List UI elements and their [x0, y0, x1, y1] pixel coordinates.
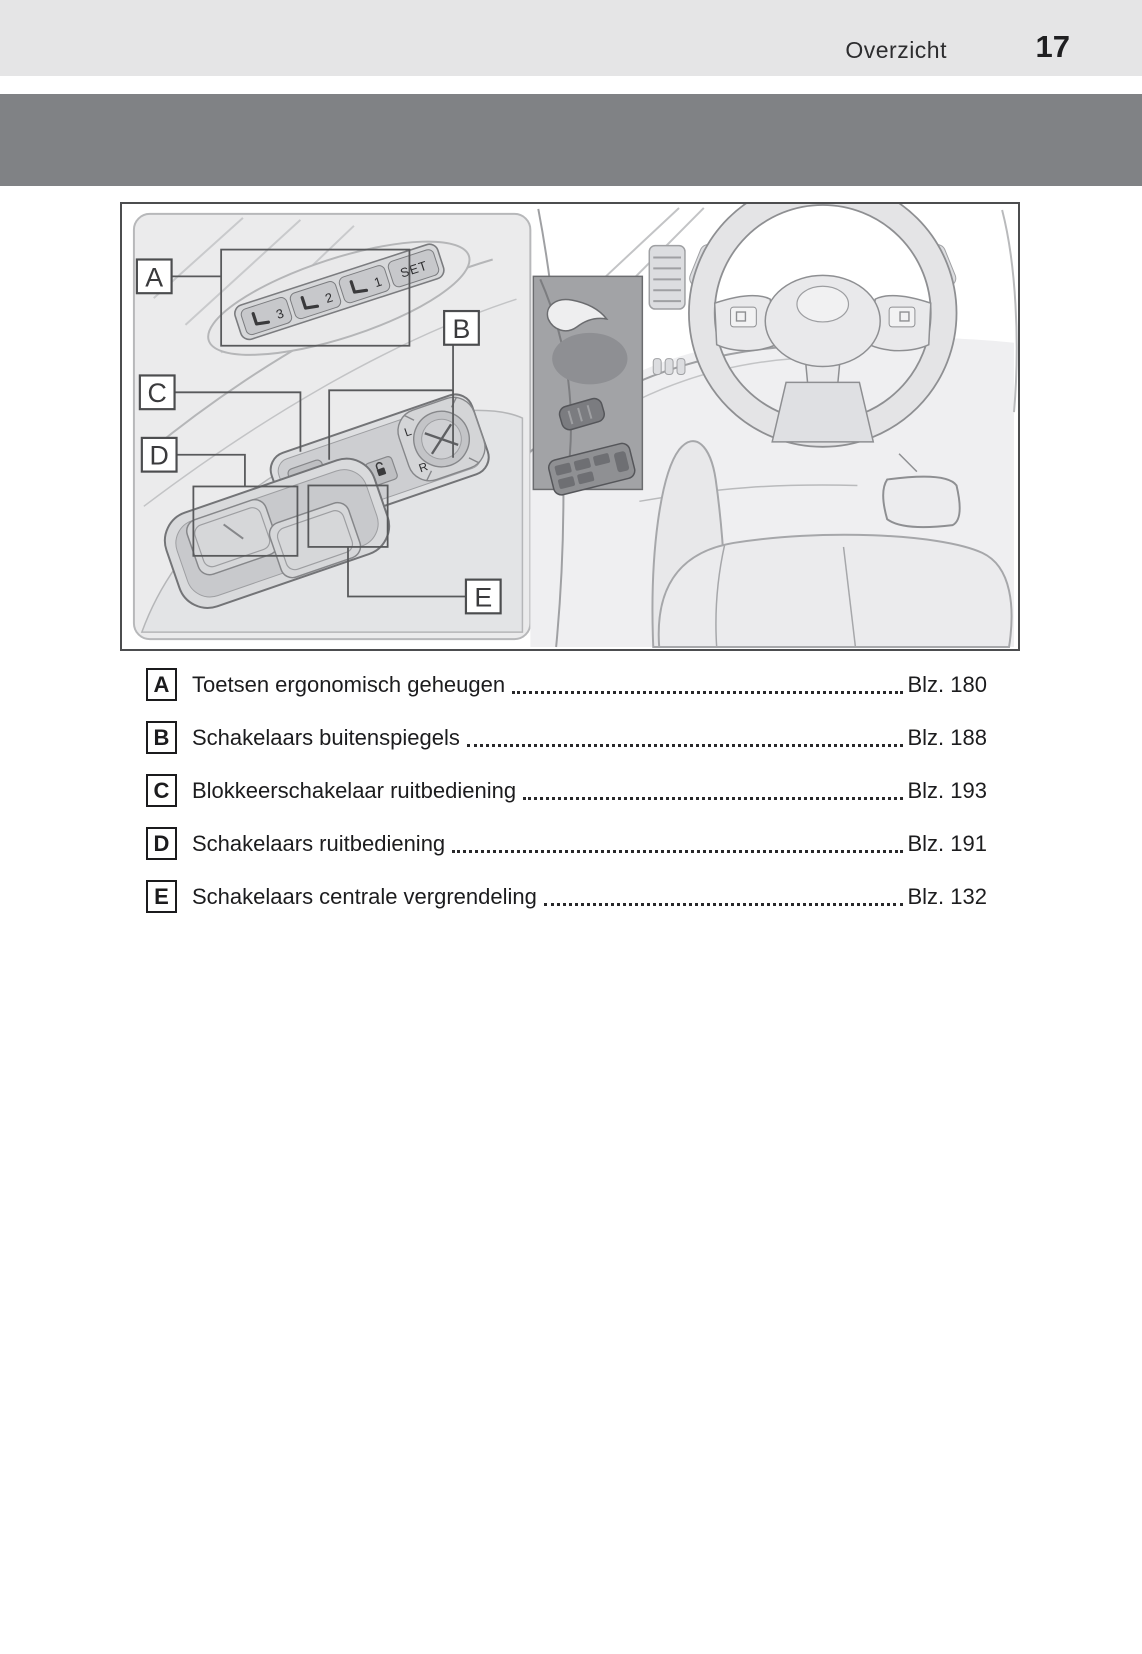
interior-illustration: 3 2 1 SET	[132, 204, 1018, 649]
legend-key-box: A	[146, 668, 177, 701]
door-handle	[546, 298, 609, 332]
callout-C-label: C	[148, 378, 167, 408]
callout-B-box	[443, 309, 480, 346]
legend-label: Toetsen ergonomisch geheugen	[192, 671, 506, 697]
memory-button-2-label: 2	[323, 290, 334, 306]
legend-label: Schakelaars ruitbediening	[192, 830, 446, 856]
door-panel-zoom-inset: 3 2 1 SET	[132, 212, 532, 641]
console-pad	[882, 475, 961, 529]
dot-leader	[466, 743, 903, 747]
legend-row-c: C Blokkeerschakelaar ruitbediening Blz. …	[146, 774, 987, 807]
dot-leader	[512, 690, 903, 694]
section-title: Overzicht	[845, 37, 947, 63]
callouts: A B C D E	[135, 248, 502, 615]
callout-D-box	[140, 436, 178, 473]
legend-key: A	[153, 671, 170, 697]
legend-page-ref: Blz. 188	[907, 724, 988, 750]
dot-leader	[543, 902, 903, 906]
wheel-button-right	[888, 306, 916, 328]
callout-E-label: E	[474, 582, 492, 612]
legend-key: C	[153, 777, 170, 803]
legend-key: D	[153, 830, 170, 856]
callout-E-leader	[347, 546, 466, 598]
legend-key-box: C	[146, 774, 177, 807]
dot-leader	[523, 796, 903, 800]
legend-key: E	[154, 883, 169, 909]
callout-D-label: D	[150, 441, 169, 471]
legend-key-box: D	[146, 827, 177, 860]
page-number: 17	[1035, 29, 1070, 64]
steering-wheel	[688, 204, 958, 448]
legend-page-ref: Blz. 132	[907, 883, 988, 909]
window-switch-bank	[547, 442, 636, 496]
legend-key: B	[153, 724, 170, 750]
window-switch-front-right	[268, 501, 362, 579]
callout-E-box	[464, 578, 502, 615]
callout-A-label: A	[145, 262, 163, 292]
legend-page-ref: Blz. 180	[907, 671, 988, 697]
steering-column	[771, 381, 875, 443]
legend-key-box: B	[146, 721, 177, 754]
chapter-banner	[0, 94, 1142, 186]
legend-row-e: E Schakelaars centrale vergrendeling Blz…	[146, 880, 987, 913]
mirror-left-label: L	[402, 424, 413, 440]
legend-key-box: E	[146, 880, 177, 913]
cabin-scene	[529, 204, 1018, 649]
dot-leader	[452, 849, 903, 853]
seat-memory-switches: 3 2 1 SET	[207, 240, 471, 356]
legend-label: Schakelaars centrale vergrendeling	[192, 883, 537, 909]
legend-label: Blokkeerschakelaar ruitbediening	[192, 777, 517, 803]
memory-button-1-label: 1	[372, 274, 383, 290]
door-switch-area-highlight	[532, 275, 644, 496]
door-trim-switch	[558, 397, 605, 431]
callout-B-label: B	[453, 314, 471, 344]
callout-D-region	[192, 485, 299, 557]
callout-A-box	[135, 258, 173, 295]
callout-C-leader	[174, 391, 302, 452]
callout-D-leader	[176, 453, 246, 487]
wheel-button-left	[730, 306, 757, 328]
air-vent	[648, 244, 686, 375]
page-header: Overzicht 17	[0, 0, 1142, 76]
legend-list: A Toetsen ergonomisch geheugen Blz. 180 …	[146, 668, 987, 933]
memory-button-3-label: 3	[274, 305, 285, 321]
interior-overview-figure: 3 2 1 SET	[120, 202, 1020, 651]
callout-A-region	[220, 248, 411, 347]
callout-B-leader	[328, 344, 454, 460]
legend-row-a: A Toetsen ergonomisch geheugen Blz. 180	[146, 668, 987, 701]
legend-page-ref: Blz. 193	[907, 777, 988, 803]
seats	[639, 440, 1013, 649]
legend-row-b: B Schakelaars buitenspiegels Blz. 188	[146, 721, 987, 754]
seat-icon	[251, 280, 369, 326]
callout-C-box	[138, 374, 176, 411]
legend-page-ref: Blz. 191	[907, 830, 988, 856]
legend-row-d: D Schakelaars ruitbediening Blz. 191	[146, 827, 987, 860]
legend-label: Schakelaars buitenspiegels	[192, 724, 460, 750]
